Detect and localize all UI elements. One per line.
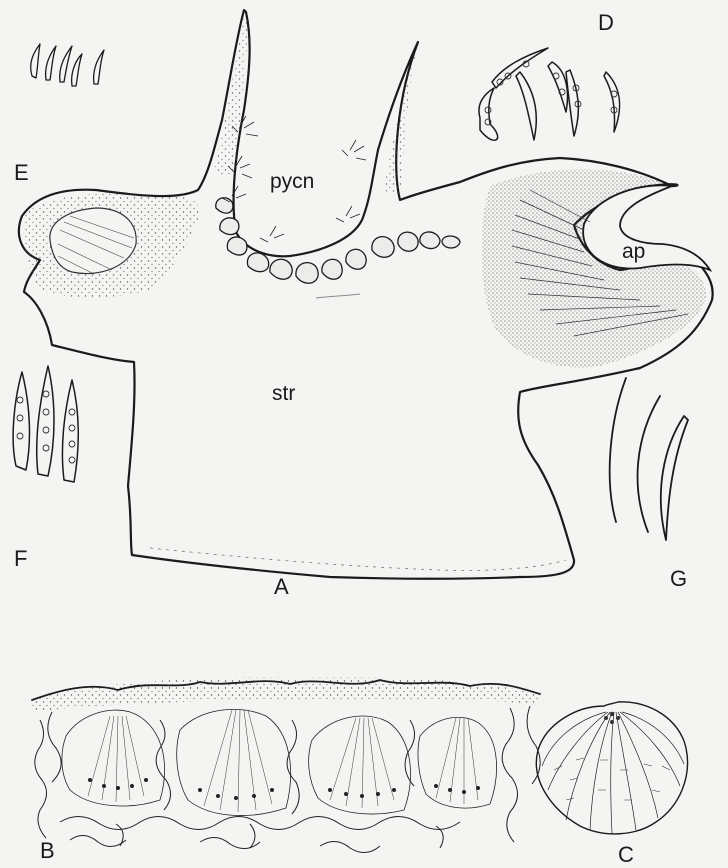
panel-f-spores xyxy=(13,366,78,482)
panel-d-ascospores xyxy=(479,48,620,140)
panel-g-spores xyxy=(610,378,688,540)
panel-letter-g: G xyxy=(670,566,687,591)
panel-e-spores xyxy=(31,44,104,86)
panel-letter-d: D xyxy=(598,10,614,35)
panel-b-hymenium-section: B xyxy=(32,678,540,863)
panel-letter-c: C xyxy=(618,842,634,867)
panel-a-stroma-section: pycn ap str A xyxy=(19,10,713,599)
panel-c-ascocarp-detail: C xyxy=(536,702,687,867)
apothecium-shading xyxy=(481,169,705,367)
panel-letter-e: E xyxy=(14,160,29,185)
label-pycn: pycn xyxy=(270,170,314,193)
hyphal-tangle xyxy=(35,706,540,853)
label-str: str xyxy=(272,382,295,405)
pycnidia-chain xyxy=(216,198,460,284)
panel-letter-b: B xyxy=(40,838,55,863)
panel-letter-f: F xyxy=(14,546,27,571)
panel-letter-a: A xyxy=(274,574,289,599)
hymenium-ascocarps xyxy=(62,709,497,815)
label-ap: ap xyxy=(622,240,645,263)
